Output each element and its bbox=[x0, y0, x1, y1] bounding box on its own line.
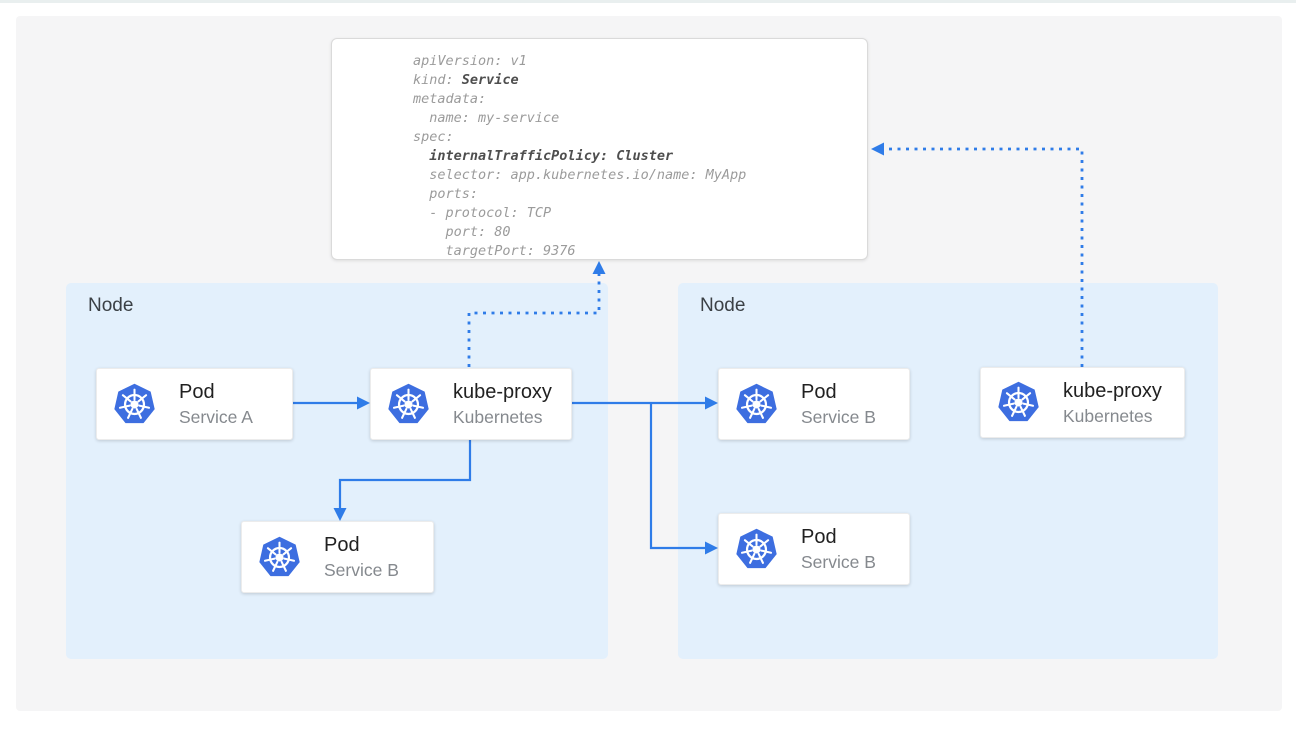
pod-service-b-bottom-right-card: Pod Service B bbox=[718, 513, 910, 585]
node-box-left: Node bbox=[66, 283, 608, 659]
yaml-line: port: 80 bbox=[413, 224, 511, 240]
card-title: Pod bbox=[801, 381, 837, 403]
node-label: Node bbox=[88, 295, 134, 316]
card-subtitle: Service B bbox=[801, 552, 876, 572]
yaml-line: apiVersion: v1 bbox=[413, 53, 527, 69]
yaml-line: spec: bbox=[413, 129, 454, 145]
yaml-line: metadata: bbox=[413, 91, 487, 107]
pod-service-a-card: Pod Service A bbox=[96, 368, 293, 440]
kubernetes-logo-icon bbox=[112, 382, 157, 427]
service-yaml-manifest-card: apiVersion: v1 kind: Service metadata: nam… bbox=[331, 38, 868, 260]
card-title: kube-proxy bbox=[1063, 379, 1162, 402]
yaml-line: kind: Service bbox=[413, 72, 519, 88]
card-subtitle: Service A bbox=[179, 407, 253, 427]
yaml-line: name: my-service bbox=[413, 110, 560, 126]
card-subtitle: Service B bbox=[324, 560, 399, 580]
kubernetes-logo-icon bbox=[734, 382, 779, 427]
kube-proxy-right-card: kube-proxy Kubernetes bbox=[980, 367, 1185, 438]
card-title: Pod bbox=[179, 381, 215, 403]
card-title: Pod bbox=[801, 526, 837, 548]
node-box-right: Node bbox=[678, 283, 1218, 659]
kubernetes-logo-icon bbox=[257, 535, 302, 580]
pod-service-b-top-right-card: Pod Service B bbox=[718, 368, 910, 440]
kube-proxy-left-card: kube-proxy Kubernetes bbox=[370, 368, 572, 440]
yaml-code-block: apiVersion: v1 kind: Service metadata: nam… bbox=[413, 52, 867, 261]
pod-service-b-left-card: Pod Service B bbox=[241, 521, 434, 593]
card-title: kube-proxy bbox=[453, 381, 552, 403]
yaml-line: selector: app.kubernetes.io/name: MyApp bbox=[413, 167, 747, 183]
yaml-line: internalTrafficPolicy: Cluster bbox=[429, 148, 674, 164]
card-subtitle: Kubernetes bbox=[453, 407, 543, 427]
kubernetes-logo-icon bbox=[386, 382, 431, 427]
kubernetes-logo-icon bbox=[996, 380, 1041, 425]
yaml-line: ports: bbox=[413, 186, 479, 202]
page-top-border bbox=[0, 0, 1296, 3]
card-title: Pod bbox=[324, 534, 360, 556]
yaml-line: targetPort: 9376 bbox=[413, 243, 576, 259]
yaml-line: - protocol: TCP bbox=[413, 205, 552, 221]
node-label: Node bbox=[700, 295, 746, 316]
card-subtitle: Service B bbox=[801, 407, 876, 427]
card-subtitle: Kubernetes bbox=[1063, 405, 1153, 426]
kubernetes-logo-icon bbox=[734, 527, 779, 572]
